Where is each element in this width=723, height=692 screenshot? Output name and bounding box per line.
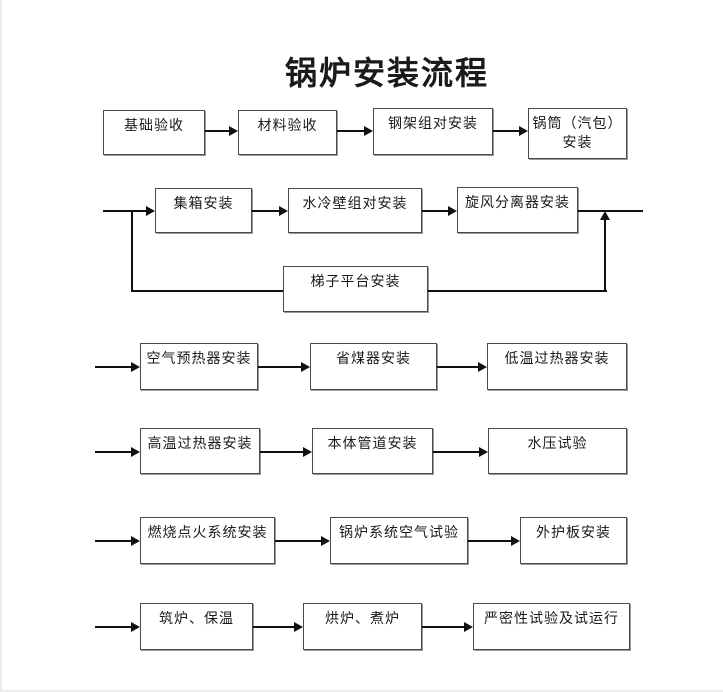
flow-box-hydraulic-test: 水压试验: [488, 428, 627, 474]
flow-box-label: 锅筒（汽包）安装: [532, 116, 623, 151]
arrow-drying-to-tightness-head: [464, 622, 473, 632]
arrow-high-temp-to-piping-head: [303, 447, 312, 457]
arrow-economizer-to-low-temp-line: [437, 366, 478, 368]
line-row4-entry: [95, 451, 132, 453]
flow-box-cyclone-separator: 旋风分离器安装: [457, 187, 578, 233]
line-branch-to-ladder-box: [131, 290, 283, 292]
arrow-row4-entry-head: [131, 447, 140, 457]
flow-box-label: 集箱安装: [173, 196, 234, 212]
flow-box-label: 钢架组对安装: [388, 116, 478, 132]
flow-box-label: 水冷壁组对安装: [302, 196, 408, 212]
flow-box-label: 外护板安装: [536, 525, 611, 541]
arrow-material-to-steel-frame-line: [337, 130, 365, 132]
arrow-water-wall-to-cyclone-head: [448, 206, 457, 216]
arrow-ignition-to-air-test-head: [321, 536, 330, 546]
arrow-steel-frame-to-drum-head: [519, 126, 528, 136]
arrow-row6-entry-head: [131, 622, 140, 632]
arrow-building-to-drying-head: [294, 622, 303, 632]
arrow-ladder-join-head: [600, 211, 610, 220]
line-ladder-exit: [428, 290, 607, 292]
flow-box-furnace-drying-boiling: 烘炉、煮炉: [303, 603, 422, 650]
flow-box-foundation-acceptance: 基础验收: [103, 110, 205, 155]
arrow-piping-to-hydraulic-line: [433, 451, 479, 453]
arrow-row3-entry-head: [131, 362, 140, 372]
flow-box-label: 空气预热器安装: [146, 351, 252, 367]
flow-box-label: 省煤器安装: [336, 351, 411, 367]
flow-box-label: 旋风分离器安装: [465, 195, 570, 211]
line-row2-exit: [578, 210, 643, 212]
flow-box-label: 低温过热器安装: [504, 351, 610, 367]
arrow-header-to-water-wall-head: [279, 206, 288, 216]
flow-box-outer-casing: 外护板安装: [520, 517, 627, 564]
flow-box-tightness-test-trial-run: 严密性试验及试运行: [473, 603, 630, 650]
arrow-row2-entry-head: [146, 206, 155, 216]
flow-box-material-acceptance: 材料验收: [238, 110, 337, 155]
arrow-row5-entry-head: [131, 536, 140, 546]
page-bottom-edge: [0, 690, 723, 692]
flow-box-label: 梯子平台安装: [310, 274, 401, 290]
flow-box-ladder-platform: 梯子平台安装: [283, 266, 428, 312]
flow-box-label: 烘炉、煮炉: [325, 611, 400, 627]
arrow-drying-to-tightness-line: [422, 626, 465, 628]
flow-box-water-wall-assembly: 水冷壁组对安装: [288, 188, 422, 233]
arrow-piping-to-hydraulic-head: [479, 447, 488, 457]
flow-box-label: 本体管道安装: [327, 436, 418, 452]
flow-box-economizer: 省煤器安装: [310, 343, 437, 390]
line-ladder-join-up: [604, 219, 606, 292]
line-row5-entry: [95, 540, 132, 542]
arrow-high-temp-to-piping-line: [260, 451, 304, 453]
flow-box-air-preheater: 空气预热器安装: [140, 343, 258, 390]
flow-box-low-temp-superheater: 低温过热器安装: [487, 343, 627, 390]
page-title: 锅炉安装流程: [284, 54, 490, 92]
arrow-air-test-to-casing-line: [468, 540, 512, 542]
flow-box-body-piping: 本体管道安装: [312, 428, 433, 474]
line-row2-entry: [103, 210, 147, 212]
flow-box-ignition-system: 燃烧点火系统安装: [140, 517, 275, 564]
arrow-header-to-water-wall-line: [252, 210, 279, 212]
line-row3-entry: [95, 366, 132, 368]
flow-box-label: 锅炉系统空气试验: [339, 525, 459, 541]
arrow-water-wall-to-cyclone-line: [422, 210, 448, 212]
flow-box-header-installation: 集箱安装: [155, 188, 252, 233]
flow-box-label: 基础验收: [124, 118, 184, 134]
arrow-air-preheater-to-economizer-head: [301, 362, 310, 372]
flow-box-drum-installation: 锅筒（汽包）安装: [528, 108, 627, 159]
page-left-edge: [0, 0, 2, 692]
arrow-foundation-to-material-line: [205, 130, 231, 132]
line-row6-entry: [95, 626, 132, 628]
flow-box-steel-frame-assembly: 钢架组对安装: [373, 108, 493, 155]
arrow-economizer-to-low-temp-head: [478, 362, 487, 372]
flow-box-high-temp-superheater: 高温过热器安装: [140, 428, 260, 474]
arrow-building-to-drying-line: [253, 626, 295, 628]
flow-box-label: 严密性试验及试运行: [484, 611, 619, 627]
flow-box-label: 筑炉、保温: [159, 611, 234, 627]
arrow-air-preheater-to-economizer-line: [258, 366, 302, 368]
arrow-foundation-to-material-head: [229, 126, 238, 136]
arrow-air-test-to-casing-head: [511, 536, 520, 546]
flow-box-furnace-building-insulation: 筑炉、保温: [140, 603, 253, 650]
arrow-ignition-to-air-test-line: [275, 540, 322, 542]
arrow-steel-frame-to-drum-line: [493, 130, 520, 132]
flow-box-label: 高温过热器安装: [147, 436, 253, 452]
line-branch-down-to-ladder: [131, 210, 133, 292]
flow-box-label: 材料验收: [257, 118, 318, 134]
flow-box-label: 水压试验: [527, 436, 588, 452]
arrow-material-to-steel-frame-head: [364, 126, 373, 136]
flow-box-label: 燃烧点火系统安装: [147, 525, 268, 541]
flow-box-system-air-test: 锅炉系统空气试验: [330, 517, 468, 564]
